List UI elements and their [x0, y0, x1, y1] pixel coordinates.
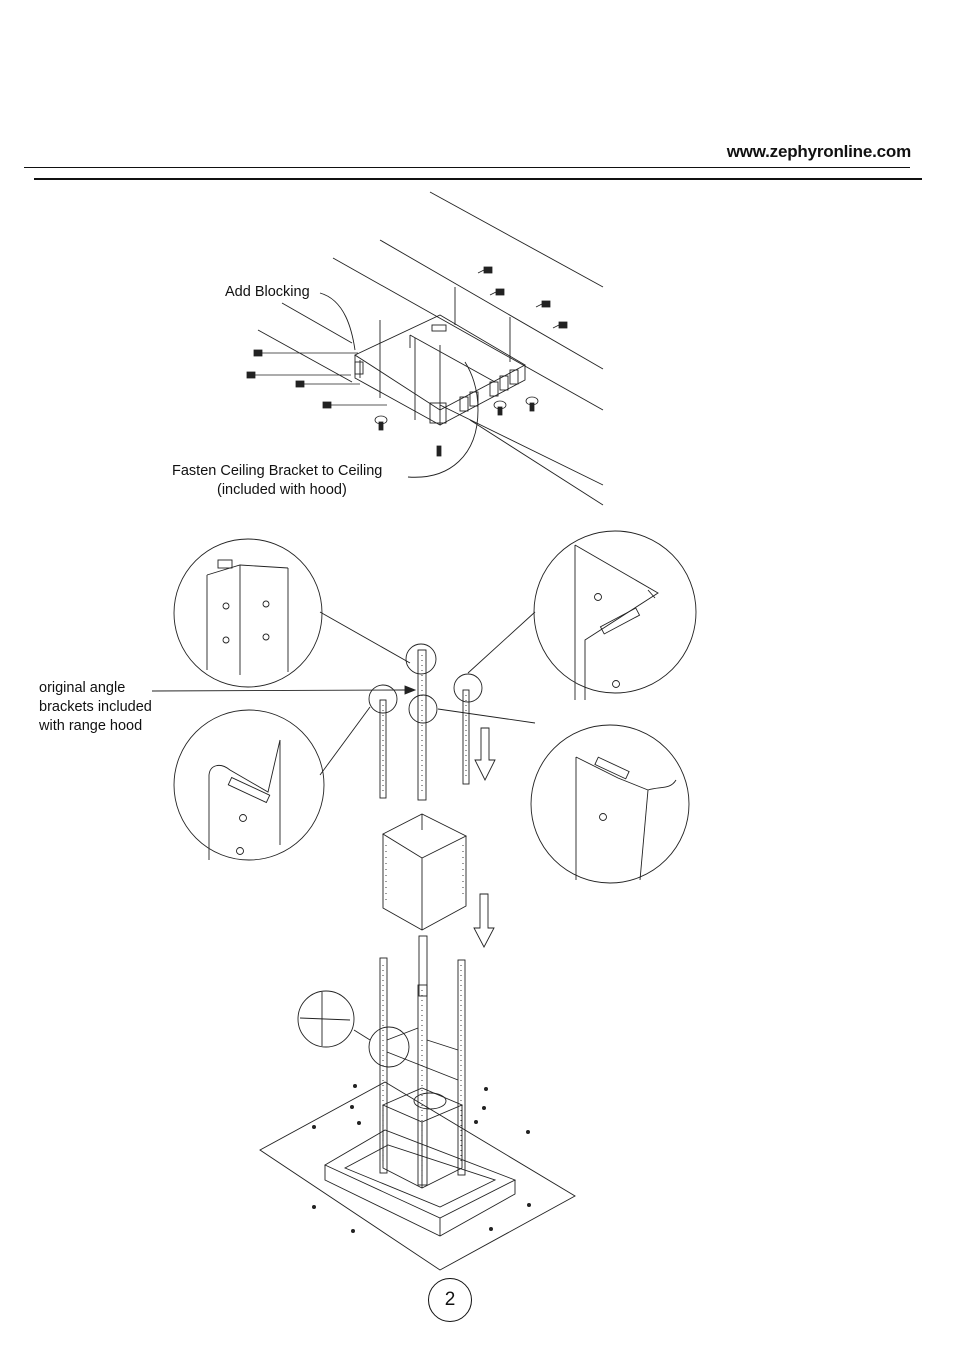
callout-circle-2 [368, 684, 398, 714]
ceiling-joists [257, 191, 604, 506]
website-url[interactable]: www.zephyronline.com [726, 142, 911, 161]
page-number: 2 [428, 1278, 472, 1322]
angle-brackets [379, 649, 470, 801]
angle-brackets-label-line3: with range hood [39, 718, 143, 734]
arrow-down-icon [473, 727, 496, 948]
fasten-bracket-label: Fasten Ceiling Bracket to Ceiling [172, 463, 383, 479]
hood-base [259, 1081, 576, 1271]
angle-brackets-label-line2: brackets included [39, 699, 152, 715]
add-blocking-label: Add Blocking [225, 284, 310, 300]
screw-icons [312, 1084, 531, 1233]
frame-assembly [297, 935, 466, 1186]
detail-mid-left [173, 706, 371, 861]
detail-top-right [467, 530, 697, 700]
callout-circle-1 [405, 643, 437, 675]
callout-circle-3 [453, 673, 483, 703]
chimney-section [382, 813, 468, 931]
angle-brackets-label-line1: original angle [39, 680, 126, 696]
hood-body [381, 1087, 464, 1189]
ceiling-bracket [319, 287, 526, 478]
callout-circle-4 [408, 694, 438, 724]
screw-icons [246, 266, 568, 457]
detail-mid-right [437, 708, 690, 884]
angle-bracket-arrow [151, 685, 417, 695]
detail-top-left [173, 538, 411, 688]
header-rule-thin [24, 167, 910, 168]
included-with-hood-label: (included with hood) [217, 482, 347, 498]
header-rule-thick [34, 178, 922, 180]
